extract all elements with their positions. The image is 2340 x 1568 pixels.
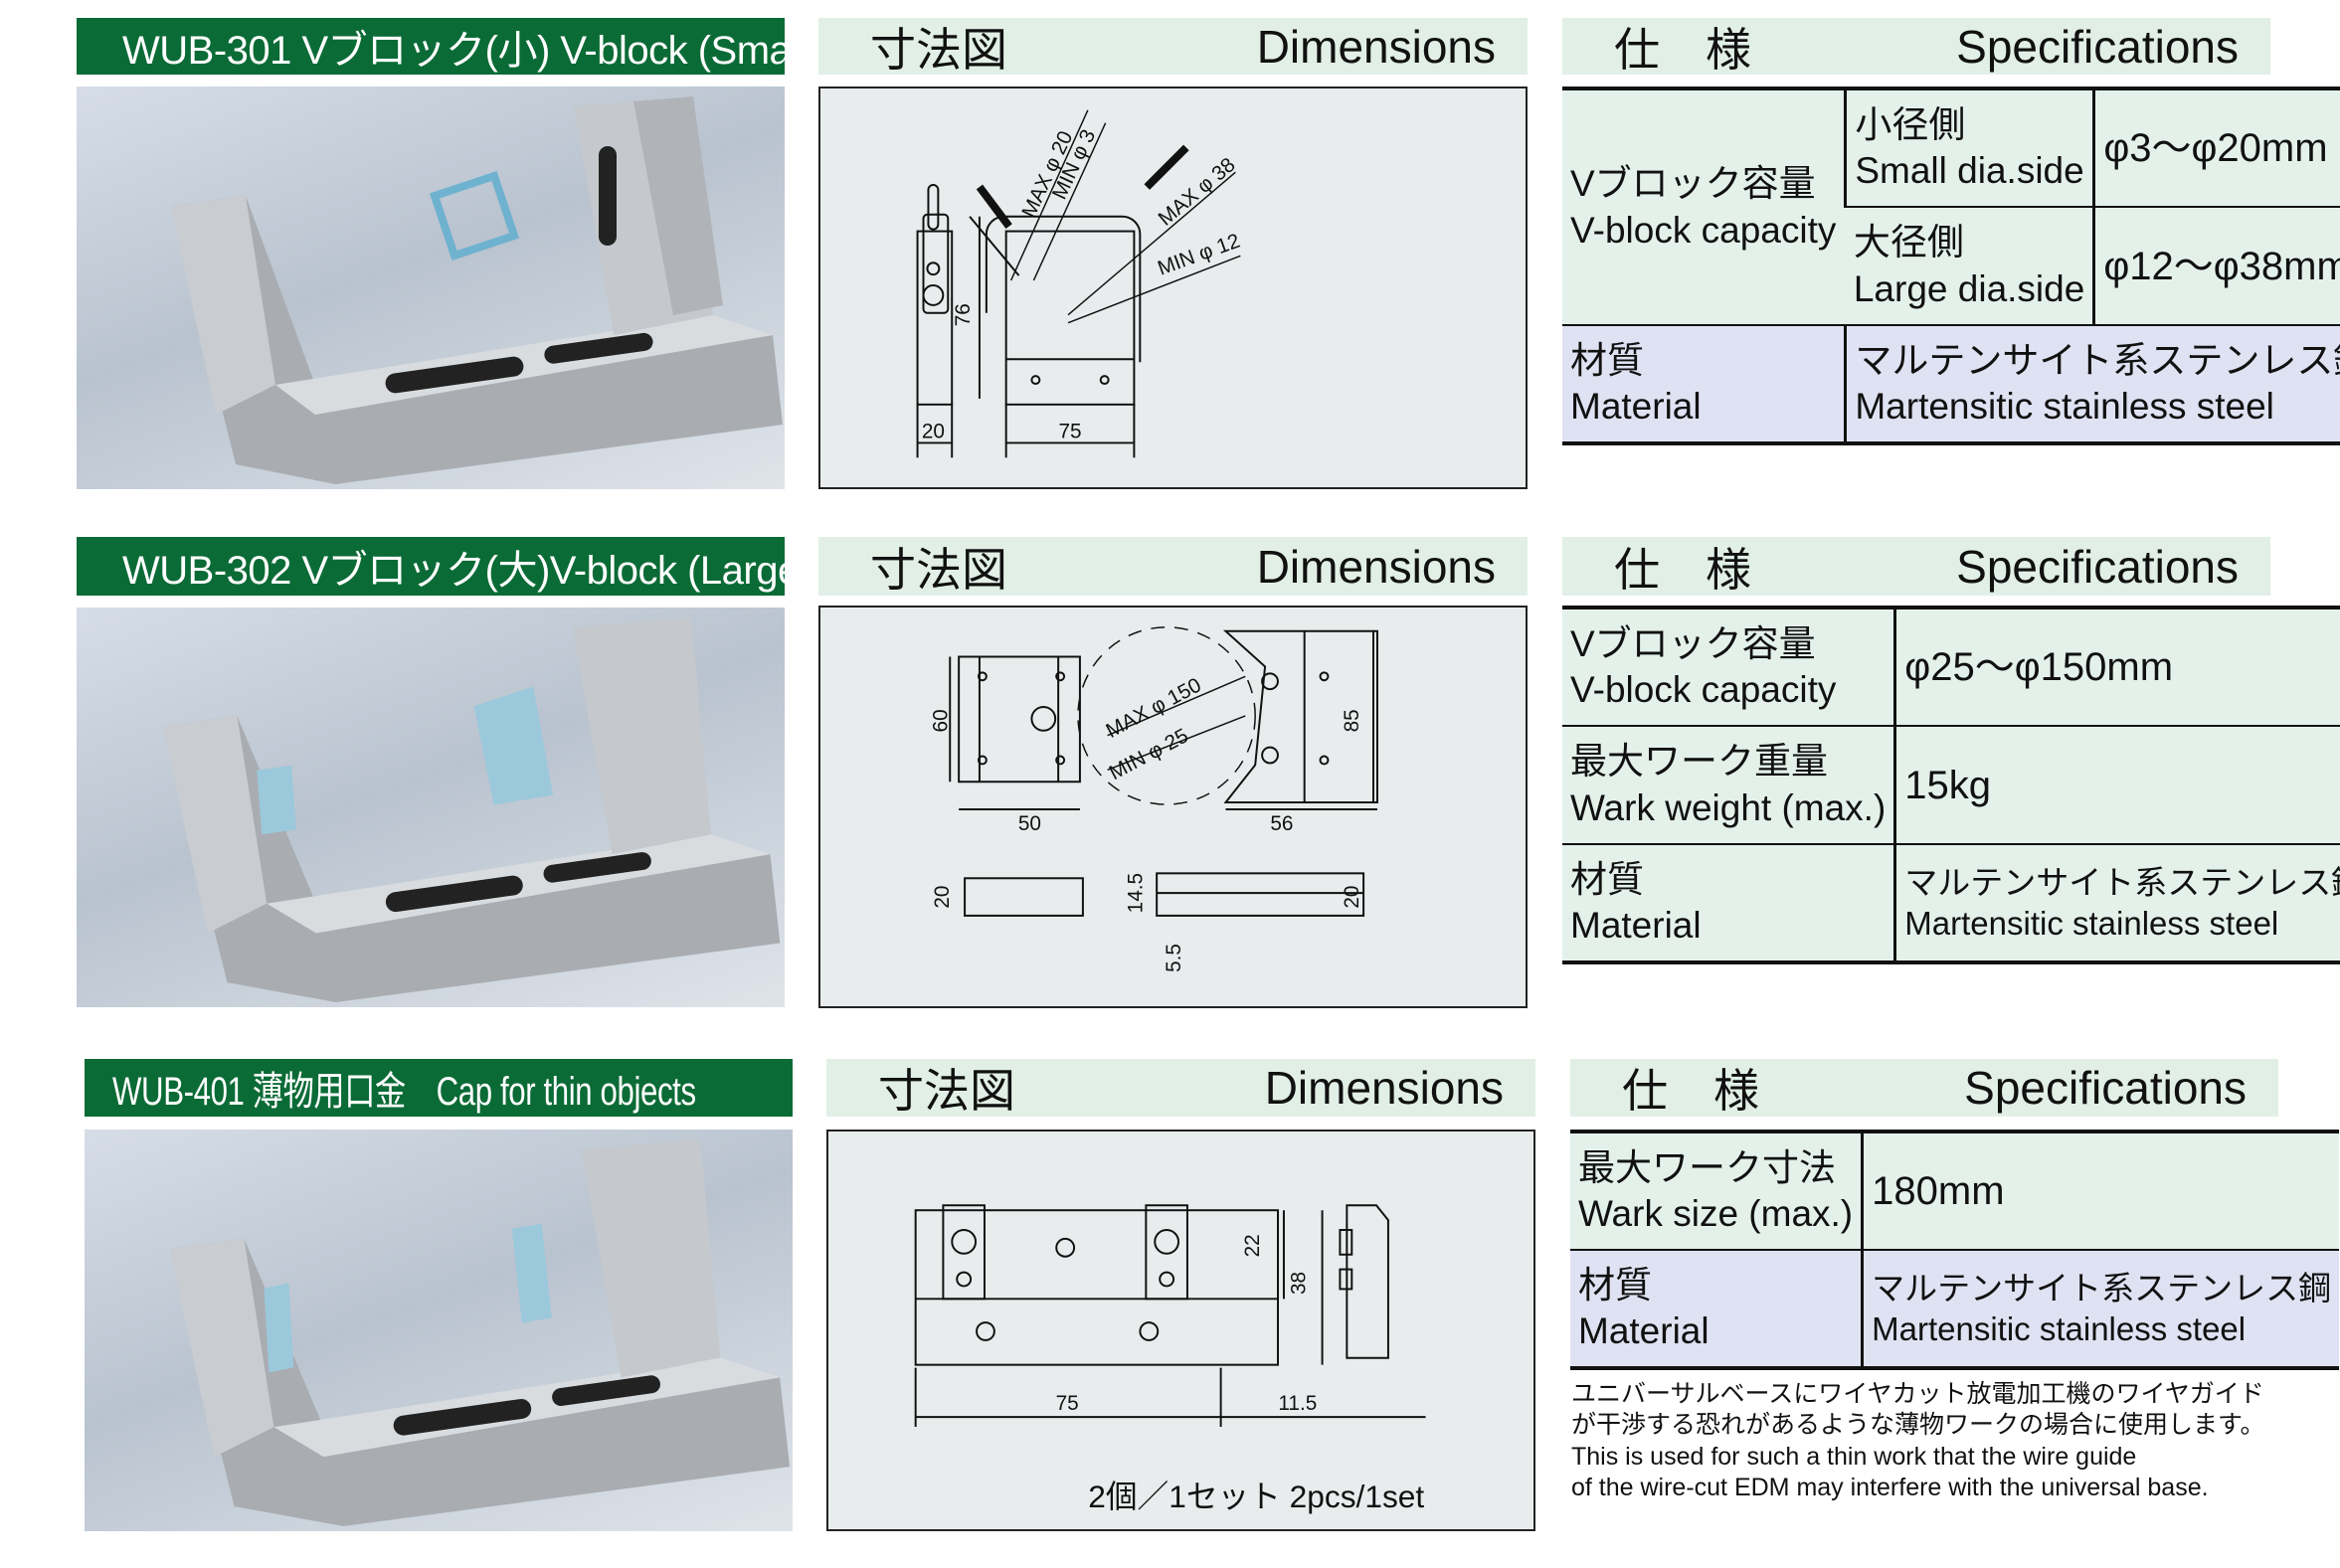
dim-t-right: 20 <box>1341 886 1363 909</box>
spec-table-wub-302: Vブロック容量 V-block capacity φ25～φ150mm 最大ワーク… <box>1562 606 2340 964</box>
spec-label: 材質 <box>1570 858 1644 900</box>
dimensions-label-en: Dimensions <box>1264 1062 1504 1114</box>
spec-value: Martensitic stainless steel <box>1872 1310 2247 1347</box>
spec-value: φ3～φ20mm <box>2092 87 2340 208</box>
note-line: が干渉する恐れがあるような薄物ワークの場合に使用します。 <box>1571 1411 2265 1440</box>
spec-label: Vブロック容量 <box>1570 622 1816 664</box>
spec-label: 材質 <box>1570 339 1644 381</box>
spec-value: Martensitic stainless steel <box>1855 386 2274 427</box>
dimensions-header: 寸法図 Dimensions <box>818 537 1528 596</box>
product-title-wub-301: WUB-301 Vブロック(小) V-block (Small) <box>77 18 785 75</box>
dimension-drawing-wub-302: 60 50 56 85 MAX φ 150 MIN φ 25 20 14.5 2… <box>818 606 1528 1008</box>
spec-label: Wark weight (max.) <box>1570 786 1887 828</box>
note-line: This is used for such a thin work that t… <box>1571 1442 2137 1471</box>
dim-t-mid: 14.5 <box>1124 873 1147 913</box>
spec-label: Small dia.side <box>1855 150 2084 191</box>
spec-label: V-block capacity <box>1570 669 1837 710</box>
spec-value: φ25～φ150mm <box>1893 607 2340 727</box>
spec-value: 15kg <box>1893 725 2340 845</box>
spec-label: 小径側 <box>1855 103 1966 145</box>
dim-max: MAX φ 150 <box>1102 673 1204 742</box>
product-image <box>163 616 781 1003</box>
dim-h-right: 85 <box>1341 709 1363 732</box>
spec-value: マルテンサイト系ステンレス鋼 <box>1904 863 2340 901</box>
dim-t-left: 20 <box>931 886 954 909</box>
product-title-wub-401: WUB-401 薄物用口金 Cap for thin objects <box>112 1070 696 1114</box>
specifications-header: 仕 様 Specifications <box>1570 1059 2278 1117</box>
spec-value: 180mm <box>1861 1131 2340 1251</box>
specifications-label-jp: 仕 様 <box>1614 23 1751 76</box>
dim-width: 75 <box>1058 420 1081 442</box>
spec-label: 最大ワーク重量 <box>1570 741 1828 783</box>
dimensions-label-jp: 寸法図 <box>870 23 1007 76</box>
note-line: of the wire-cut EDM may interfere with t… <box>1571 1473 2209 1501</box>
set-caption: 2個／1セット 2pcs/1set <box>1088 1479 1424 1514</box>
dim-h-total: 38 <box>1288 1272 1311 1295</box>
spec-label: V-block capacity <box>1570 209 1837 251</box>
dimensions-label-en: Dimensions <box>1256 540 1496 593</box>
dim-h-top: 22 <box>1241 1234 1264 1257</box>
usage-note: ユニバーサルベースにワイヤカット放電加工機のワイヤガイド が干渉する恐れがあるよ… <box>1571 1379 2287 1503</box>
product-photo-wub-302 <box>77 608 785 1007</box>
specifications-header: 仕 様 Specifications <box>1562 537 2270 596</box>
spec-value: マルテンサイト系ステンレス鋼 <box>1872 1269 2332 1307</box>
dim-offset: 5.5 <box>1163 944 1185 972</box>
specifications-label-jp: 仕 様 <box>1622 1065 1759 1117</box>
dim-h-left: 60 <box>929 709 952 732</box>
dimensions-header: 寸法図 Dimensions <box>818 18 1528 76</box>
dimension-drawing-wub-401: 22 38 75 11.5 2個／1セット 2pcs/1set <box>826 1130 1535 1531</box>
specifications-label-jp: 仕 様 <box>1614 543 1751 596</box>
dim-w-left: 50 <box>1018 812 1041 835</box>
spec-label: Wark size (max.) <box>1578 1193 1854 1234</box>
spec-value: Martensitic stainless steel <box>1904 905 2279 942</box>
dimensions-header: 寸法図 Dimensions <box>826 1059 1535 1117</box>
specifications-label-en: Specifications <box>1956 20 2239 73</box>
specifications-header: 仕 様 Specifications <box>1562 18 2270 76</box>
dim-side: 11.5 <box>1278 1392 1317 1415</box>
dim-w-right: 56 <box>1270 812 1293 835</box>
spec-label: 大径側 <box>1853 222 1964 263</box>
dimensions-label-jp: 寸法図 <box>878 1065 1015 1117</box>
dim-width: 75 <box>1056 1392 1079 1415</box>
dim-depth: 20 <box>922 420 945 442</box>
spec-label: 材質 <box>1578 1264 1652 1306</box>
product-title-wub-302: WUB-302 Vブロック(大)V-block (Large) <box>77 537 785 596</box>
spec-value: マルテンサイト系ステンレス鋼 <box>1855 339 2340 381</box>
dim-height: 76 <box>952 303 975 326</box>
spec-label: Vブロック容量 <box>1570 163 1816 205</box>
specifications-label-en: Specifications <box>1964 1062 2247 1114</box>
spec-value: φ12～φ38mm <box>2092 206 2340 326</box>
product-photo-wub-401 <box>85 1130 793 1531</box>
spec-label: Material <box>1570 905 1702 946</box>
product-image <box>171 96 783 484</box>
product-image <box>169 1138 791 1527</box>
dimensions-label-en: Dimensions <box>1256 20 1496 73</box>
specifications-label-en: Specifications <box>1956 540 2239 593</box>
spec-label: Material <box>1570 386 1702 427</box>
note-line: ユニバーサルベースにワイヤカット放電加工機のワイヤガイド <box>1571 1380 2264 1408</box>
product-title-wub-401-bar: WUB-401 薄物用口金 Cap for thin objects <box>85 1059 793 1117</box>
dimension-drawing-wub-301: 20 75 76 MAX φ 20 MIN φ 3 MAX φ 38 MIN φ… <box>818 87 1528 489</box>
dimensions-label-jp: 寸法図 <box>870 543 1007 596</box>
product-photo-wub-301 <box>77 87 785 489</box>
spec-label: Material <box>1578 1310 1710 1351</box>
spec-label: Large dia.side <box>1853 267 2085 309</box>
spec-label: 最大ワーク寸法 <box>1578 1146 1836 1188</box>
